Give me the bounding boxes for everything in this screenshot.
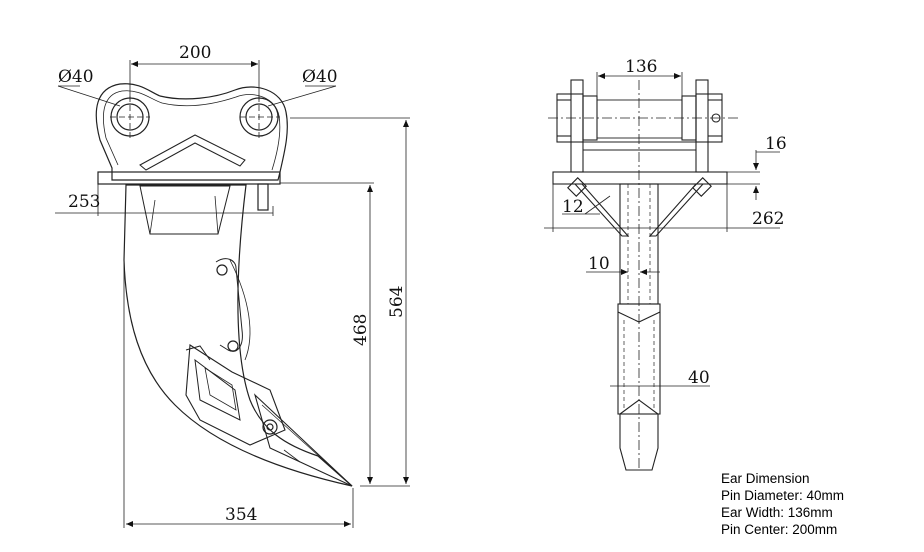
top-plate (97, 171, 281, 185)
ear-bracket (95, 83, 288, 181)
front-top-plate (552, 171, 728, 185)
front-view (548, 79, 740, 471)
spec-ear-width: Ear Width: 136mm (721, 505, 833, 520)
shank-offset-label: 10 (588, 254, 610, 274)
spec-pin-diameter: Pin Diameter: 40mm (721, 488, 845, 503)
front-dimensions (544, 72, 780, 392)
pin-right-label: Ø40 (302, 67, 338, 87)
ear-width-label: 136 (625, 57, 657, 77)
side-view (95, 83, 353, 487)
width-top-label: 253 (68, 192, 100, 212)
side-dimensions (55, 60, 410, 528)
spec-pin-center: Pin Center: 200mm (721, 522, 838, 537)
plate-width-label: 262 (752, 209, 784, 229)
tooth-tip (253, 393, 353, 487)
height-total-label: 564 (387, 286, 407, 318)
length-bottom-label: 354 (225, 505, 257, 525)
ripper-shank (123, 184, 353, 487)
pin-spacing-label: 200 (179, 43, 211, 63)
spec-block: Ear Dimension Pin Diameter: 40mm Ear Wid… (721, 470, 844, 538)
shank-thickness-label: 40 (688, 368, 710, 388)
height-shank-label: 468 (351, 314, 371, 346)
spec-title: Ear Dimension (721, 471, 810, 486)
plate-thickness-label: 16 (765, 134, 787, 154)
gusset-label: 12 (562, 197, 584, 217)
pin-left-label: Ø40 (58, 67, 94, 87)
